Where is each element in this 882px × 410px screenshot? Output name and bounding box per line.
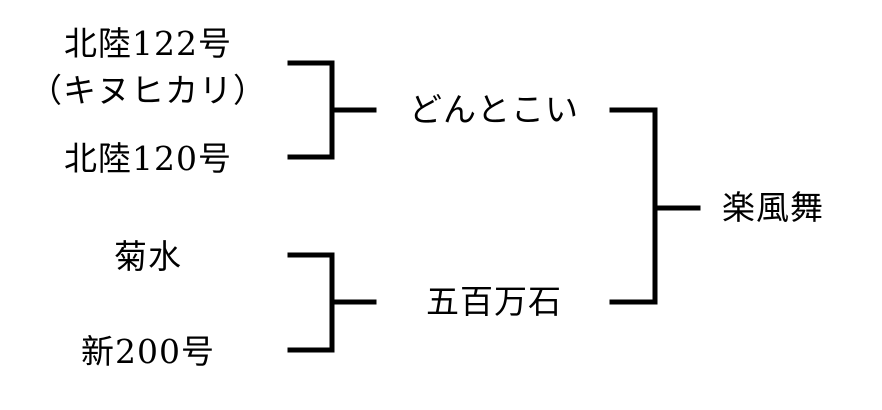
- bracket-gohyakumangoku: [287, 252, 377, 353]
- variety-shin200: 新200号: [81, 332, 215, 371]
- variety-rakufumai: 楽風舞: [722, 188, 824, 227]
- variety-dontokoi: どんとこい: [409, 90, 579, 129]
- variety-gohyakumangoku: 五百万石: [426, 282, 562, 321]
- variety-kikusui: 菊水: [114, 237, 182, 276]
- bracket-dontokoi: [287, 60, 377, 160]
- variety-hokuriku122-alias: （キヌヒカリ）: [29, 71, 267, 110]
- variety-hokuriku122: 北陸122号: [64, 24, 232, 63]
- variety-hokuriku120: 北陸120号: [64, 139, 232, 178]
- bracket-rakufumai: [609, 107, 701, 305]
